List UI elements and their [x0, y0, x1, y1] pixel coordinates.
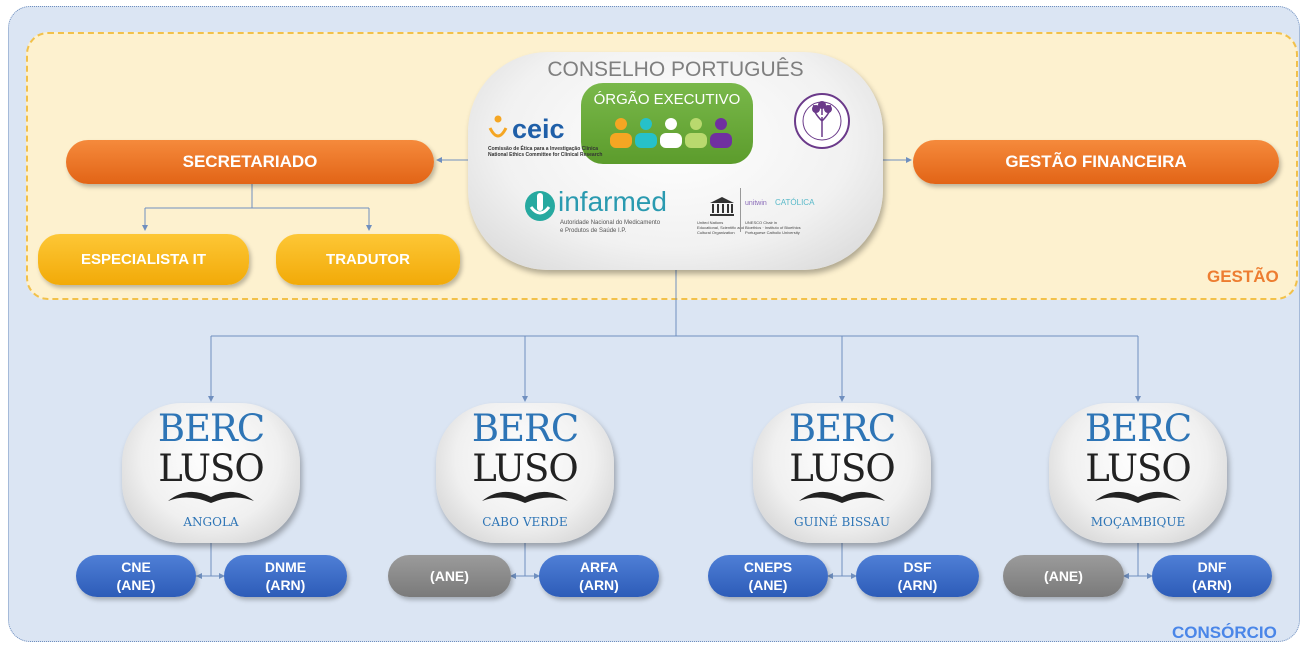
unesco-subtitle-2: Educational, Scientific and — [697, 225, 744, 230]
pharmacists-order-seal-icon — [794, 93, 850, 149]
ceic-logo-icon — [488, 115, 508, 138]
ane-name: CNEPS — [743, 559, 793, 575]
arn-name: DNME — [264, 559, 307, 575]
translator-box: TRADUTOR — [276, 234, 460, 285]
mustache-icon — [482, 491, 568, 503]
arn-name: DSF — [903, 559, 932, 575]
executive-body: ÓRGÃO EXECUTIVO — [581, 83, 753, 164]
berc-word: BERC — [471, 407, 579, 450]
financial-management-box: GESTÃO FINANCEIRA — [913, 140, 1279, 184]
mustache-icon — [1095, 491, 1181, 503]
ane-tag: (ANE) — [1044, 568, 1083, 584]
luso-word: LUSO — [158, 447, 264, 490]
arn-tag: (ARN) — [265, 577, 306, 593]
unesco-temple-icon — [710, 197, 734, 216]
mustache-icon — [168, 491, 254, 503]
gestao-region-label: GESTÃO — [1207, 267, 1279, 286]
cabo-verde-ane-box: (ANE) — [388, 555, 511, 597]
council-title: CONSELHO PORTUGUÊS — [547, 58, 804, 81]
arn-name: DNF — [1197, 559, 1227, 575]
infarmed-subtitle-2: e Produtos de Saúde I.P. — [560, 228, 627, 234]
infarmed-subtitle-1: Autoridade Nacional do Medicamento — [560, 220, 661, 226]
ane-tag: (ANE) — [116, 577, 156, 593]
mustache-icon — [799, 491, 885, 503]
luso-word: LUSO — [472, 447, 578, 490]
berc-luso-guine-bissau: BERC LUSO GUINÉ BISSAU — [753, 403, 931, 543]
mocambique-ane-box: (ANE) — [1003, 555, 1124, 597]
berc-luso-mocambique: BERC LUSO MOÇAMBIQUE — [1049, 403, 1227, 543]
arn-tag: (ARN) — [579, 577, 619, 593]
berc-word: BERC — [1084, 407, 1192, 450]
angola-arn-box: DNME (ARN) — [224, 555, 347, 597]
ceic-logo-text: ceic — [512, 114, 565, 144]
executive-body-title: ÓRGÃO EXECUTIVO — [593, 91, 741, 108]
portuguese-council: CONSELHO PORTUGUÊS ÓRGÃO EXECUTIVO ceic … — [468, 52, 883, 270]
ane-tag: (ANE) — [430, 568, 469, 584]
cabo-verde-arn-box: ARFA (ARN) — [539, 555, 659, 597]
unesco-chair-2: Bioethics · Instituto of Bioethics — [745, 225, 801, 230]
berc-word: BERC — [157, 407, 265, 450]
ane-name: CNE — [121, 559, 151, 575]
berc-luso-angola: BERC LUSO ANGOLA — [122, 403, 300, 543]
unesco-chair-1: UNESCO Chair in — [745, 220, 778, 225]
ceic-subtitle-1: Comissão de Ética para a Investigação Cl… — [488, 146, 599, 152]
logo-divider — [740, 188, 741, 232]
angola-ane-box: CNE (ANE) — [76, 555, 196, 597]
unesco-subtitle-1: United Nations — [697, 220, 724, 225]
unesco-subtitle-3: Cultural Organization — [697, 230, 735, 235]
country-label: ANGOLA — [183, 515, 239, 529]
guine-bissau-arn-box: DSF (ARN) — [856, 555, 979, 597]
arn-tag: (ARN) — [1192, 577, 1232, 593]
guine-bissau-ane-box: CNEPS (ANE) — [708, 555, 828, 597]
secretariat-box: SECRETARIADO — [66, 140, 434, 184]
arn-name: ARFA — [579, 559, 619, 575]
berc-luso-cabo-verde: BERC LUSO CABO VERDE — [436, 403, 614, 543]
luso-word: LUSO — [1085, 447, 1191, 490]
mocambique-arn-box: DNF (ARN) — [1152, 555, 1272, 597]
ceic-subtitle-2: National Ethics Committee for Clinical R… — [488, 152, 603, 158]
country-label: MOÇAMBIQUE — [1090, 515, 1186, 529]
country-label: GUINÉ BISSAU — [793, 515, 891, 529]
country-label: CABO VERDE — [482, 515, 568, 529]
consorcio-region-label: CONSÓRCIO — [1172, 623, 1277, 642]
infarmed-logo-icon — [525, 191, 555, 221]
berc-word: BERC — [788, 407, 896, 450]
infarmed-logo-text: infarmed — [558, 186, 667, 217]
arn-tag: (ARN) — [897, 577, 938, 593]
catolica-logo-text: CATÓLICA — [775, 198, 815, 207]
unesco-chair-3: Portuguese Catholic University — [745, 230, 800, 235]
people-icon — [610, 118, 732, 148]
it-specialist-box: ESPECIALISTA IT — [38, 234, 249, 285]
luso-word: LUSO — [789, 447, 895, 490]
unitwin-logo-text: unitwin — [745, 200, 767, 207]
ane-tag: (ANE) — [748, 577, 788, 593]
